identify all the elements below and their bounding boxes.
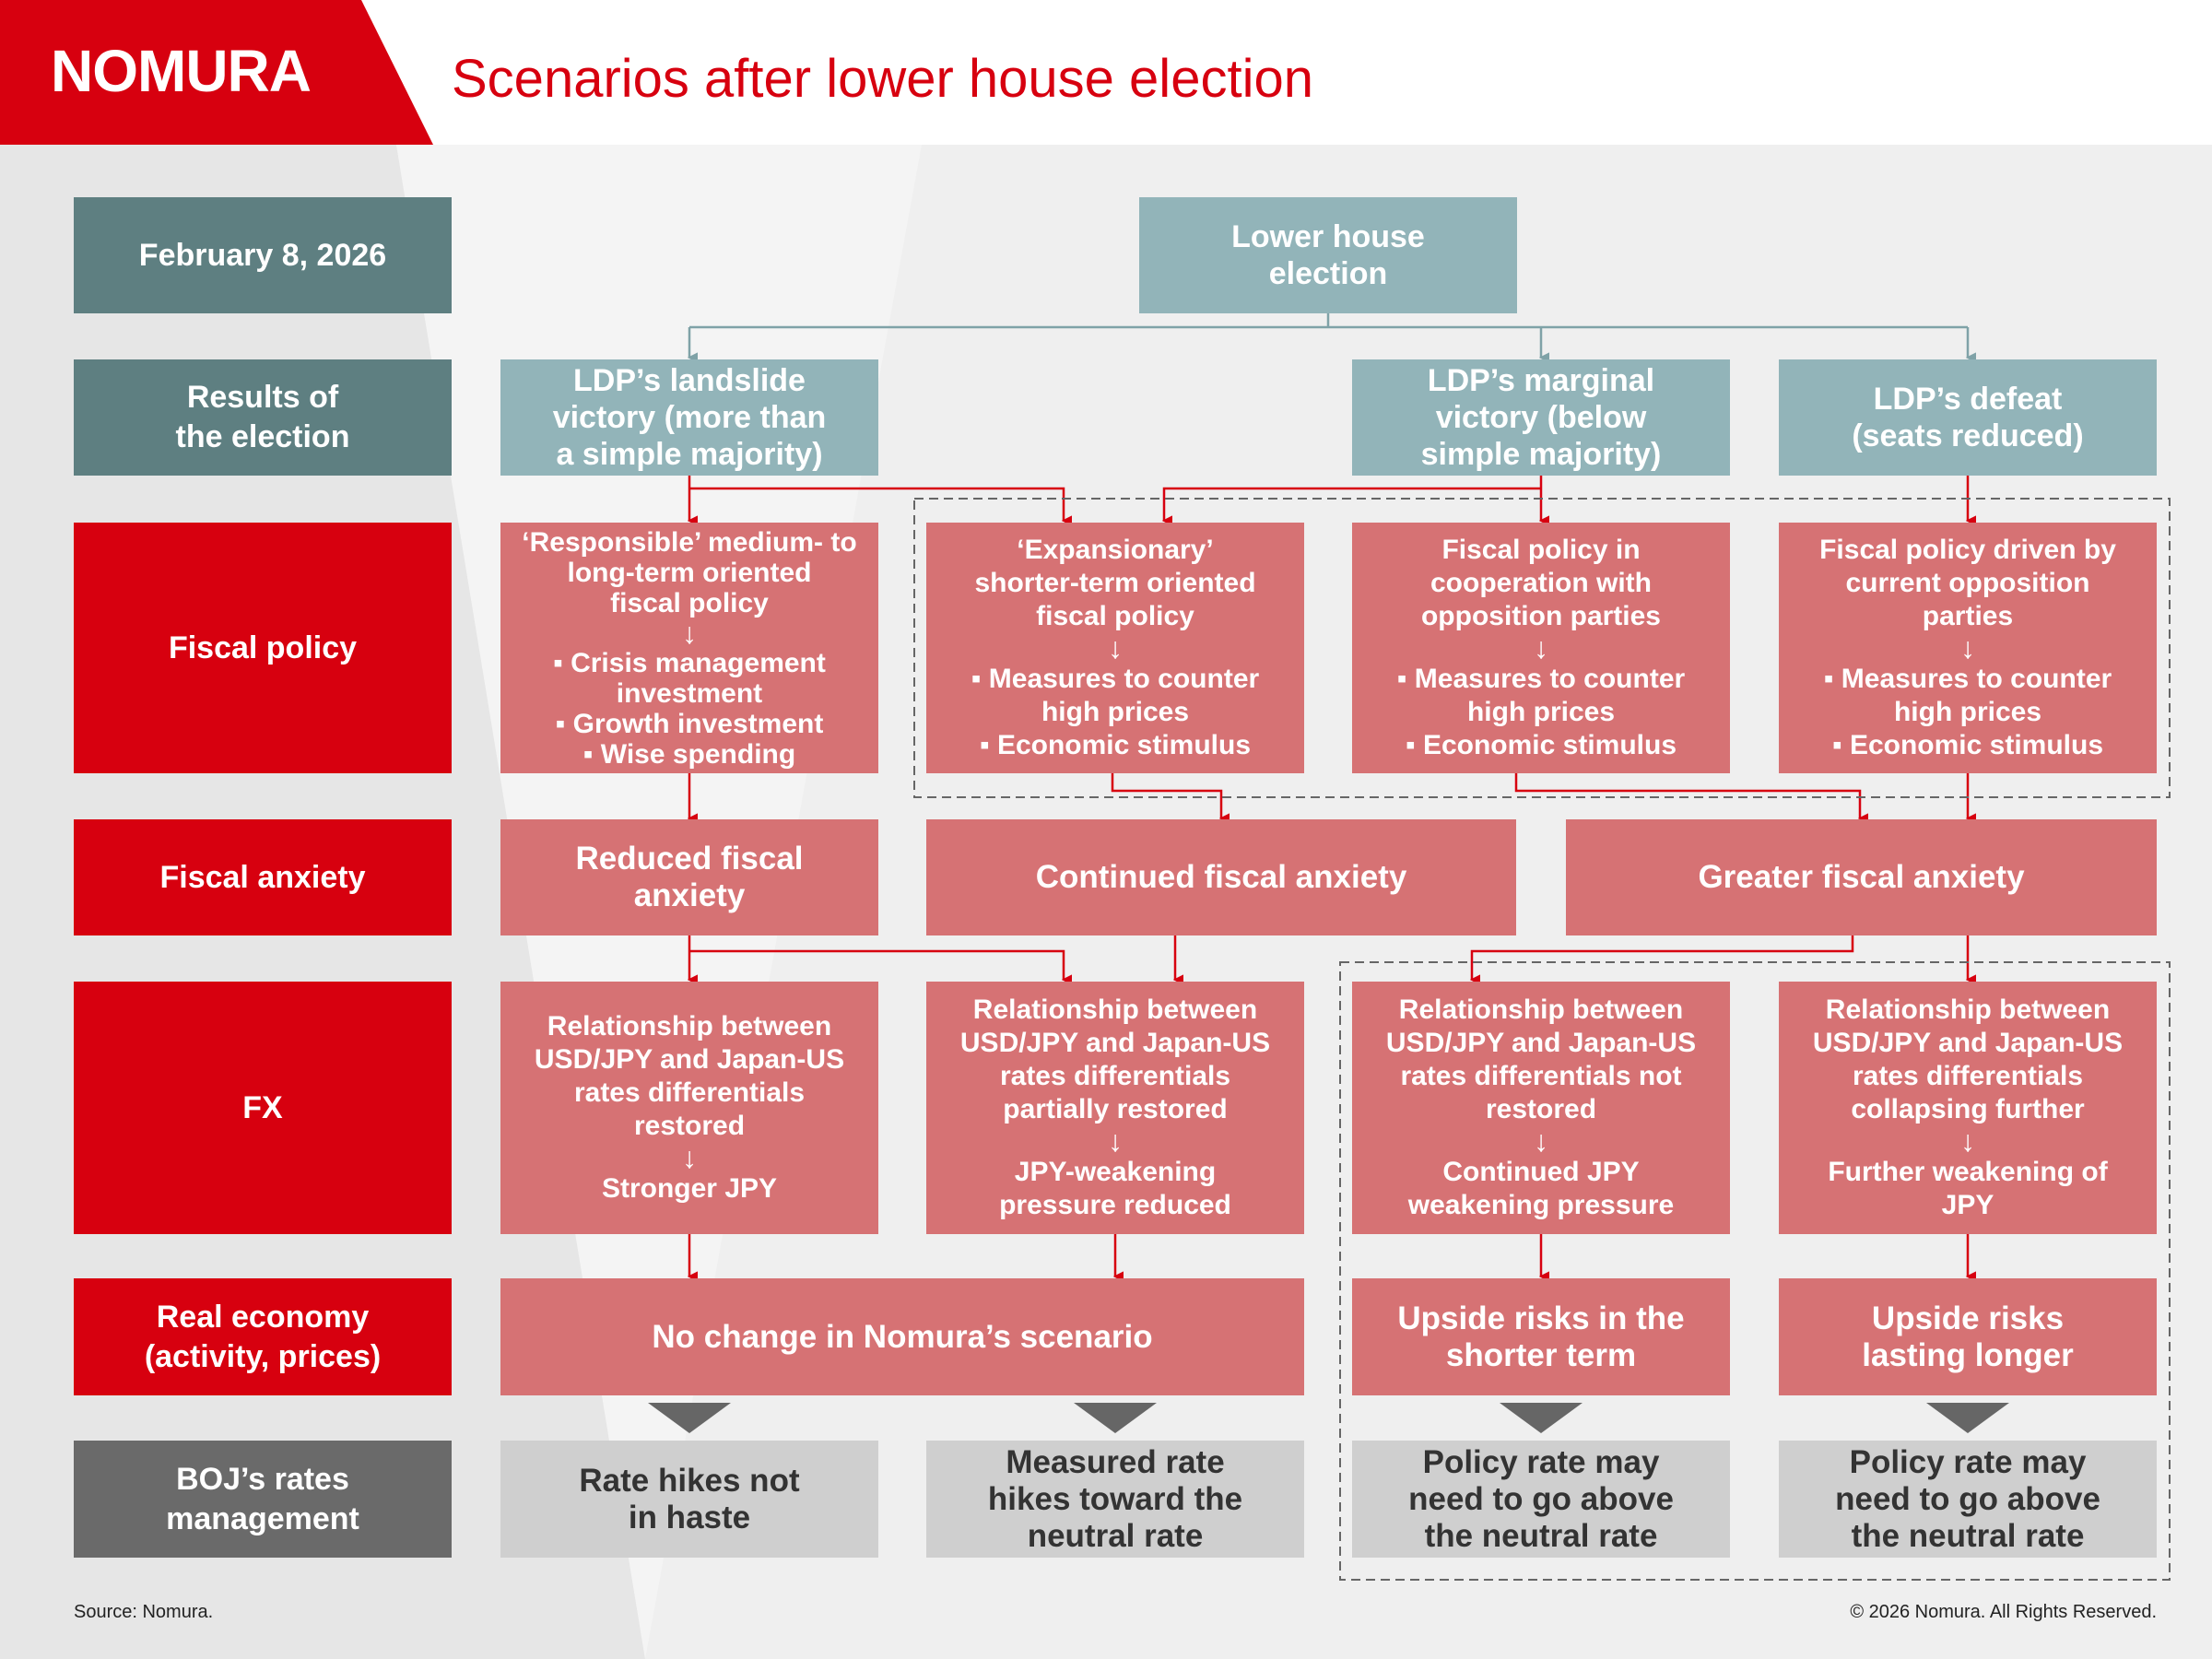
row-label-date: February 8, 2026: [74, 197, 452, 313]
economy-no-change: No change in Nomura’s scenario: [500, 1278, 1304, 1395]
row-label-fiscal-policy: Fiscal policy: [74, 523, 452, 773]
anxiety-continued: Continued fiscal anxiety: [926, 819, 1516, 935]
source-note: Source: Nomura.: [74, 1602, 214, 1622]
page-title: Scenarios after lower house election: [452, 49, 1313, 109]
row-label-fiscal-anxiety: Fiscal anxiety: [74, 819, 452, 935]
result-defeat: LDP’s defeat(seats reduced): [1779, 359, 2157, 476]
down-arrow-icon: ↓: [1108, 1124, 1123, 1158]
anxiety-greater: Greater fiscal anxiety: [1566, 819, 2157, 935]
logo-panel: [0, 0, 433, 145]
row-label-real-economy: Real economy(activity, prices): [74, 1278, 452, 1395]
down-arrow-icon: ↓: [682, 1141, 697, 1174]
down-arrow-icon: ↓: [1534, 631, 1548, 665]
down-arrow-icon: ↓: [1534, 1124, 1548, 1158]
down-arrow-icon: ↓: [682, 616, 697, 650]
down-arrow-icon: ↓: [1960, 631, 1975, 665]
row-label-fx: FX: [74, 982, 452, 1234]
copyright-note: © 2026 Nomura. All Rights Reserved.: [1850, 1602, 2157, 1622]
down-arrow-icon: ↓: [1108, 631, 1123, 665]
nomura-logo: NOMURA: [51, 38, 312, 104]
down-arrow-icon: ↓: [1960, 1124, 1975, 1158]
